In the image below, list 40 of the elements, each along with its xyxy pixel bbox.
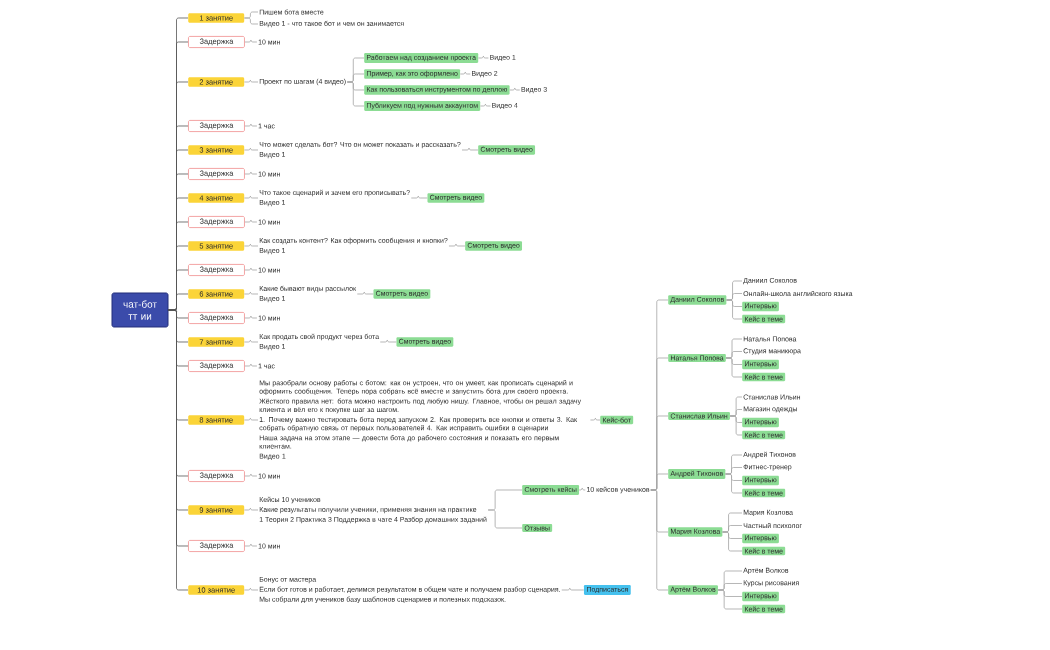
branch-line — [561, 587, 585, 591]
branch-line — [244, 417, 259, 421]
branch-line — [448, 243, 466, 247]
branch-line — [726, 299, 743, 320]
branch-line — [244, 507, 259, 511]
branch-line — [244, 291, 259, 295]
branch-line — [722, 531, 743, 552]
branch-line — [244, 315, 258, 319]
branch-line — [244, 543, 258, 547]
branch-line — [244, 243, 259, 247]
branch-line — [410, 195, 428, 199]
branch-line — [480, 103, 491, 107]
branch-line — [717, 589, 743, 610]
branch-line — [356, 291, 374, 295]
branch-line — [487, 509, 523, 529]
branch-line — [459, 71, 471, 75]
branch-line — [244, 147, 259, 151]
branch-line — [244, 195, 259, 199]
branch-line — [244, 171, 258, 175]
branch-line — [244, 17, 259, 25]
branch-line — [244, 473, 258, 477]
branch-line — [244, 39, 258, 43]
branch-line — [578, 487, 586, 491]
branch-line — [244, 123, 258, 127]
central-topic-box: чат-бот тт ии — [111, 292, 169, 328]
branch-line — [590, 417, 601, 421]
branch-line — [346, 81, 365, 107]
branch-line — [379, 339, 397, 343]
branch-line — [509, 87, 521, 91]
branch-line — [725, 473, 743, 494]
branch-line — [244, 587, 259, 591]
branch-line — [725, 357, 743, 378]
branch-line — [244, 267, 258, 271]
branch-line — [244, 79, 259, 83]
branch-line — [244, 339, 259, 343]
branch-line — [244, 219, 258, 223]
branch-line — [729, 415, 743, 436]
branch-line — [478, 55, 489, 59]
branch-line — [461, 147, 479, 151]
branch-line — [244, 363, 258, 367]
